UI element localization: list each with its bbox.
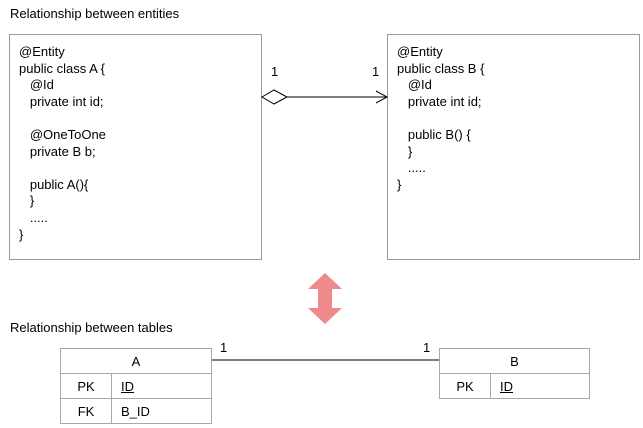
tables-heading: Relationship between tables [10,320,173,335]
column-name: ID [490,373,590,399]
code-line: public A(){ [19,176,89,192]
table-row: PK ID [60,373,212,399]
arrowhead-icon [375,90,389,104]
aggregation-association [261,89,389,105]
multiplicity-target: 1 [372,64,380,79]
entities-heading: Relationship between entities [10,6,180,21]
code-line: @OneToOne [19,126,106,142]
code-line: ..... [19,209,48,225]
code-line: ..... [397,160,426,176]
aggregation-diamond-icon [261,89,289,105]
table-b-name: B [439,348,590,374]
multiplicity-table-a: 1 [220,340,228,355]
key-type: PK [60,373,112,399]
code-line: public B() { [397,126,471,142]
primary-key-column: ID [500,378,513,394]
double-arrow-icon [308,273,342,324]
code-line: @Entity [19,44,65,59]
code-line: } [19,193,35,209]
column-name: B_ID [111,398,212,424]
code-line: private B b; [19,143,96,159]
multiplicity-source: 1 [271,64,279,79]
class-b-box: @Entity public class B { @Id private int… [387,34,640,260]
table-row: PK ID [439,373,590,399]
table-a-name: A [60,348,212,374]
multiplicity-table-b: 1 [423,340,431,355]
code-line: @Id [397,77,432,93]
code-line: } [397,143,413,159]
code-line: @Id [19,77,54,93]
table-a: A PK ID FK B_ID [60,348,212,424]
column-name: ID [111,373,212,399]
table-row: FK B_ID [60,398,212,424]
code-line: @Entity [397,44,443,59]
code-line: public class B { [397,60,485,76]
table-b: B PK ID [439,348,590,399]
code-line: } [19,226,24,242]
code-line: } [397,176,402,192]
primary-key-column: ID [121,378,134,394]
code-line: private int id; [397,93,482,109]
code-line: private int id; [19,93,104,109]
key-type: FK [60,398,112,424]
key-type: PK [439,373,491,399]
code-line: public class A { [19,60,105,76]
class-a-box: @Entity public class A { @Id private int… [9,34,262,260]
